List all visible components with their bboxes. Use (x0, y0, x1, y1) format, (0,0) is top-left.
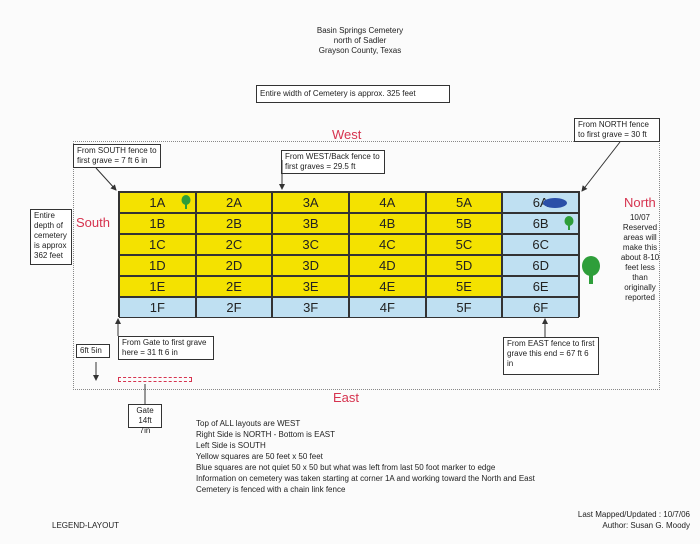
plot-cell-2d: 2D (195, 255, 273, 276)
plot-cell-6f: 6F (502, 297, 579, 318)
west-fence-note: From WEST/Back fence to first graves = 2… (281, 150, 385, 174)
legend-line: Right Side is NORTH - Bottom is EAST (196, 430, 335, 439)
cemetery-name: Basin Springs Cemetery (316, 26, 404, 35)
header: Basin Springs Cemetery north of Sadler G… (250, 26, 470, 56)
plot-cell-1d: 1D (119, 255, 196, 276)
plot-cell-3c: 3C (272, 234, 349, 255)
direction-west: West (332, 127, 362, 142)
plot-cell-2f: 2F (195, 297, 273, 318)
plot-cell-4b: 4B (348, 213, 426, 234)
gate-first-grave-note: From Gate to first grave here = 31 ft 6 … (118, 336, 214, 360)
plot-cell-3d: 3D (272, 255, 349, 276)
plot-cell-3e: 3E (272, 276, 349, 297)
plot-cell-2e: 2E (195, 276, 273, 297)
direction-north: North (624, 195, 656, 210)
plot-cell-5c: 5C (425, 234, 503, 255)
gate-note: Gate 14ft 7in (128, 404, 162, 435)
legend-line: Yellow squares are 50 feet x 50 feet (196, 452, 323, 461)
plot-cell-6e: 6E (502, 276, 579, 297)
width-note: Entire width of Cemetery is approx. 325 … (256, 85, 450, 103)
legend: Top of ALL layouts are WEST Right Side i… (196, 418, 556, 495)
north-fence-note: From NORTH fence to first grave = 30 ft (574, 118, 660, 142)
legend-line: Left Side is SOUTH (196, 441, 266, 450)
plot-cell-4a: 4A (348, 192, 426, 213)
legend-line: Information on cemetery was taken starti… (196, 474, 535, 483)
legend-line: Blue squares are not quiet 50 x 50 but w… (196, 463, 496, 472)
plot-cell-3b: 3B (272, 213, 349, 234)
footer-legend-layout: LEGEND-LAYOUT (52, 521, 119, 530)
plot-cell-3a: 3A (272, 192, 349, 213)
plot-cell-4c: 4C (348, 234, 426, 255)
six-ft-note: 6ft 5in (76, 344, 110, 358)
tree-icon (564, 216, 574, 230)
plot-cell-2c: 2C (195, 234, 273, 255)
plot-cell-2a: 2A (195, 192, 273, 213)
plot-cell-6c: 6C (502, 234, 579, 255)
plot-cell-1c: 1C (119, 234, 196, 255)
oval-marker-icon (542, 198, 567, 208)
plot-cell-5f: 5F (425, 297, 503, 318)
gate-marker (118, 377, 192, 382)
plot-cell-1a: 1A (119, 192, 196, 213)
legend-line: Cemetery is fenced with a chain link fen… (196, 485, 346, 494)
cemetery-outline (73, 141, 660, 390)
location-line: north of Sadler (333, 36, 387, 45)
plot-cell-6a: 6A (502, 192, 579, 213)
legend-line: Top of ALL layouts are WEST (196, 419, 301, 428)
footer-author: Author: Susan G. Moody (602, 521, 690, 530)
plot-cell-2b: 2B (195, 213, 273, 234)
plot-cell-1b: 1B (119, 213, 196, 234)
direction-east: East (333, 390, 360, 405)
plot-cell-6b: 6B (502, 213, 579, 234)
plot-cell-1e: 1E (119, 276, 196, 297)
plot-cell-4e: 4E (348, 276, 426, 297)
plot-cell-6d: 6D (502, 255, 579, 276)
east-fence-note: From EAST fence to first grave this end … (503, 337, 599, 375)
plot-cell-3f: 3F (272, 297, 349, 318)
plot-cell-4f: 4F (348, 297, 426, 318)
depth-note: Entire depth of cemetery is approx 362 f… (30, 209, 72, 265)
county-line: Grayson County, Texas (318, 46, 402, 55)
reserved-note: 10/07 Reserved areas will make this abou… (620, 213, 660, 302)
plot-cell-5d: 5D (425, 255, 503, 276)
tree-icon (582, 256, 600, 284)
footer-updated: Last Mapped/Updated : 10/7/06 (577, 510, 690, 519)
south-fence-note: From SOUTH fence to first grave = 7 ft 6… (73, 144, 161, 168)
tree-icon (181, 195, 191, 209)
plot-cell-5b: 5B (425, 213, 503, 234)
plot-cell-5e: 5E (425, 276, 503, 297)
plot-cell-5a: 5A (425, 192, 503, 213)
direction-south: South (76, 215, 110, 230)
plot-cell-4d: 4D (348, 255, 426, 276)
plot-cell-1f: 1F (119, 297, 196, 318)
